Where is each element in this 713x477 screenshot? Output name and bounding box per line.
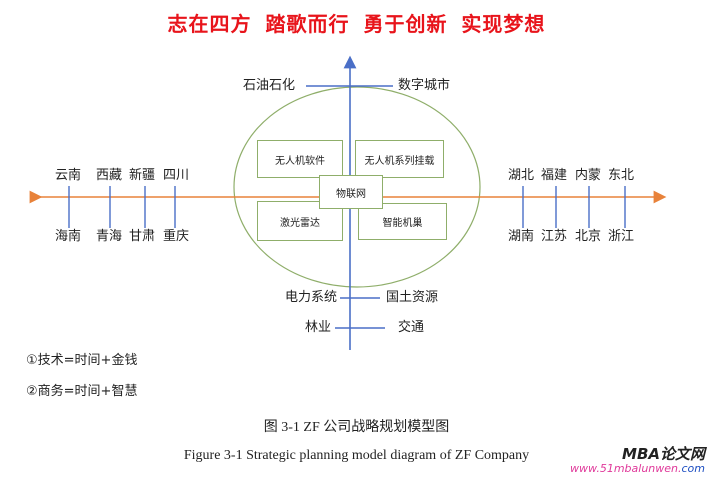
region-inner-mongolia: 内蒙	[575, 168, 602, 183]
region-qinghai: 青海	[96, 229, 123, 244]
region-zhejiang: 浙江	[608, 229, 635, 244]
label-transport: 交通	[398, 320, 425, 335]
watermark-brand: MBA论文网	[622, 445, 705, 463]
core-ellipse	[233, 86, 481, 288]
region-sichuan: 四川	[163, 168, 190, 183]
region-tibet: 西藏	[96, 168, 123, 183]
label-petrochemical: 石油石化	[243, 78, 296, 93]
box-drone-software: 无人机软件	[257, 140, 343, 178]
watermark-url: www.51mbalunwen.com	[570, 462, 705, 475]
region-yunnan: 云南	[55, 168, 82, 183]
label-land-resources: 国土资源	[386, 290, 439, 305]
label-power-system: 电力系统	[285, 290, 338, 305]
label-digital-city: 数字城市	[398, 78, 451, 93]
slogan-title: 志在四方 踏歌而行 勇于创新 实现梦想	[167, 12, 546, 36]
label-forestry: 林业	[305, 320, 332, 335]
region-fujian: 福建	[541, 168, 568, 183]
region-northeast: 东北	[608, 168, 635, 183]
region-hubei: 湖北	[508, 168, 535, 183]
watermark-url-tld: com	[681, 462, 706, 475]
watermark-url-main: www.51mbalunwen.	[570, 462, 682, 475]
region-gansu: 甘肃	[129, 229, 156, 244]
region-beijing: 北京	[575, 229, 602, 244]
figure-caption-en: Figure 3-1 Strategic planning model diag…	[183, 448, 530, 463]
legend-technology: ①技术=时间+金钱	[26, 353, 138, 368]
region-xinjiang: 新疆	[129, 168, 156, 183]
region-jiangsu: 江苏	[541, 229, 568, 244]
region-hunan: 湖南	[508, 229, 535, 244]
legend-business: ②商务=时间+智慧	[26, 384, 138, 399]
box-iot-center: 物联网	[319, 175, 383, 209]
region-chongqing: 重庆	[163, 229, 190, 244]
region-hainan: 海南	[55, 229, 82, 244]
box-smart-hangar: 智能机巢	[358, 203, 447, 240]
box-drone-payload: 无人机系列挂载	[355, 140, 444, 178]
figure-caption-cn: 图 3-1 ZF 公司战略规划模型图	[263, 420, 450, 435]
